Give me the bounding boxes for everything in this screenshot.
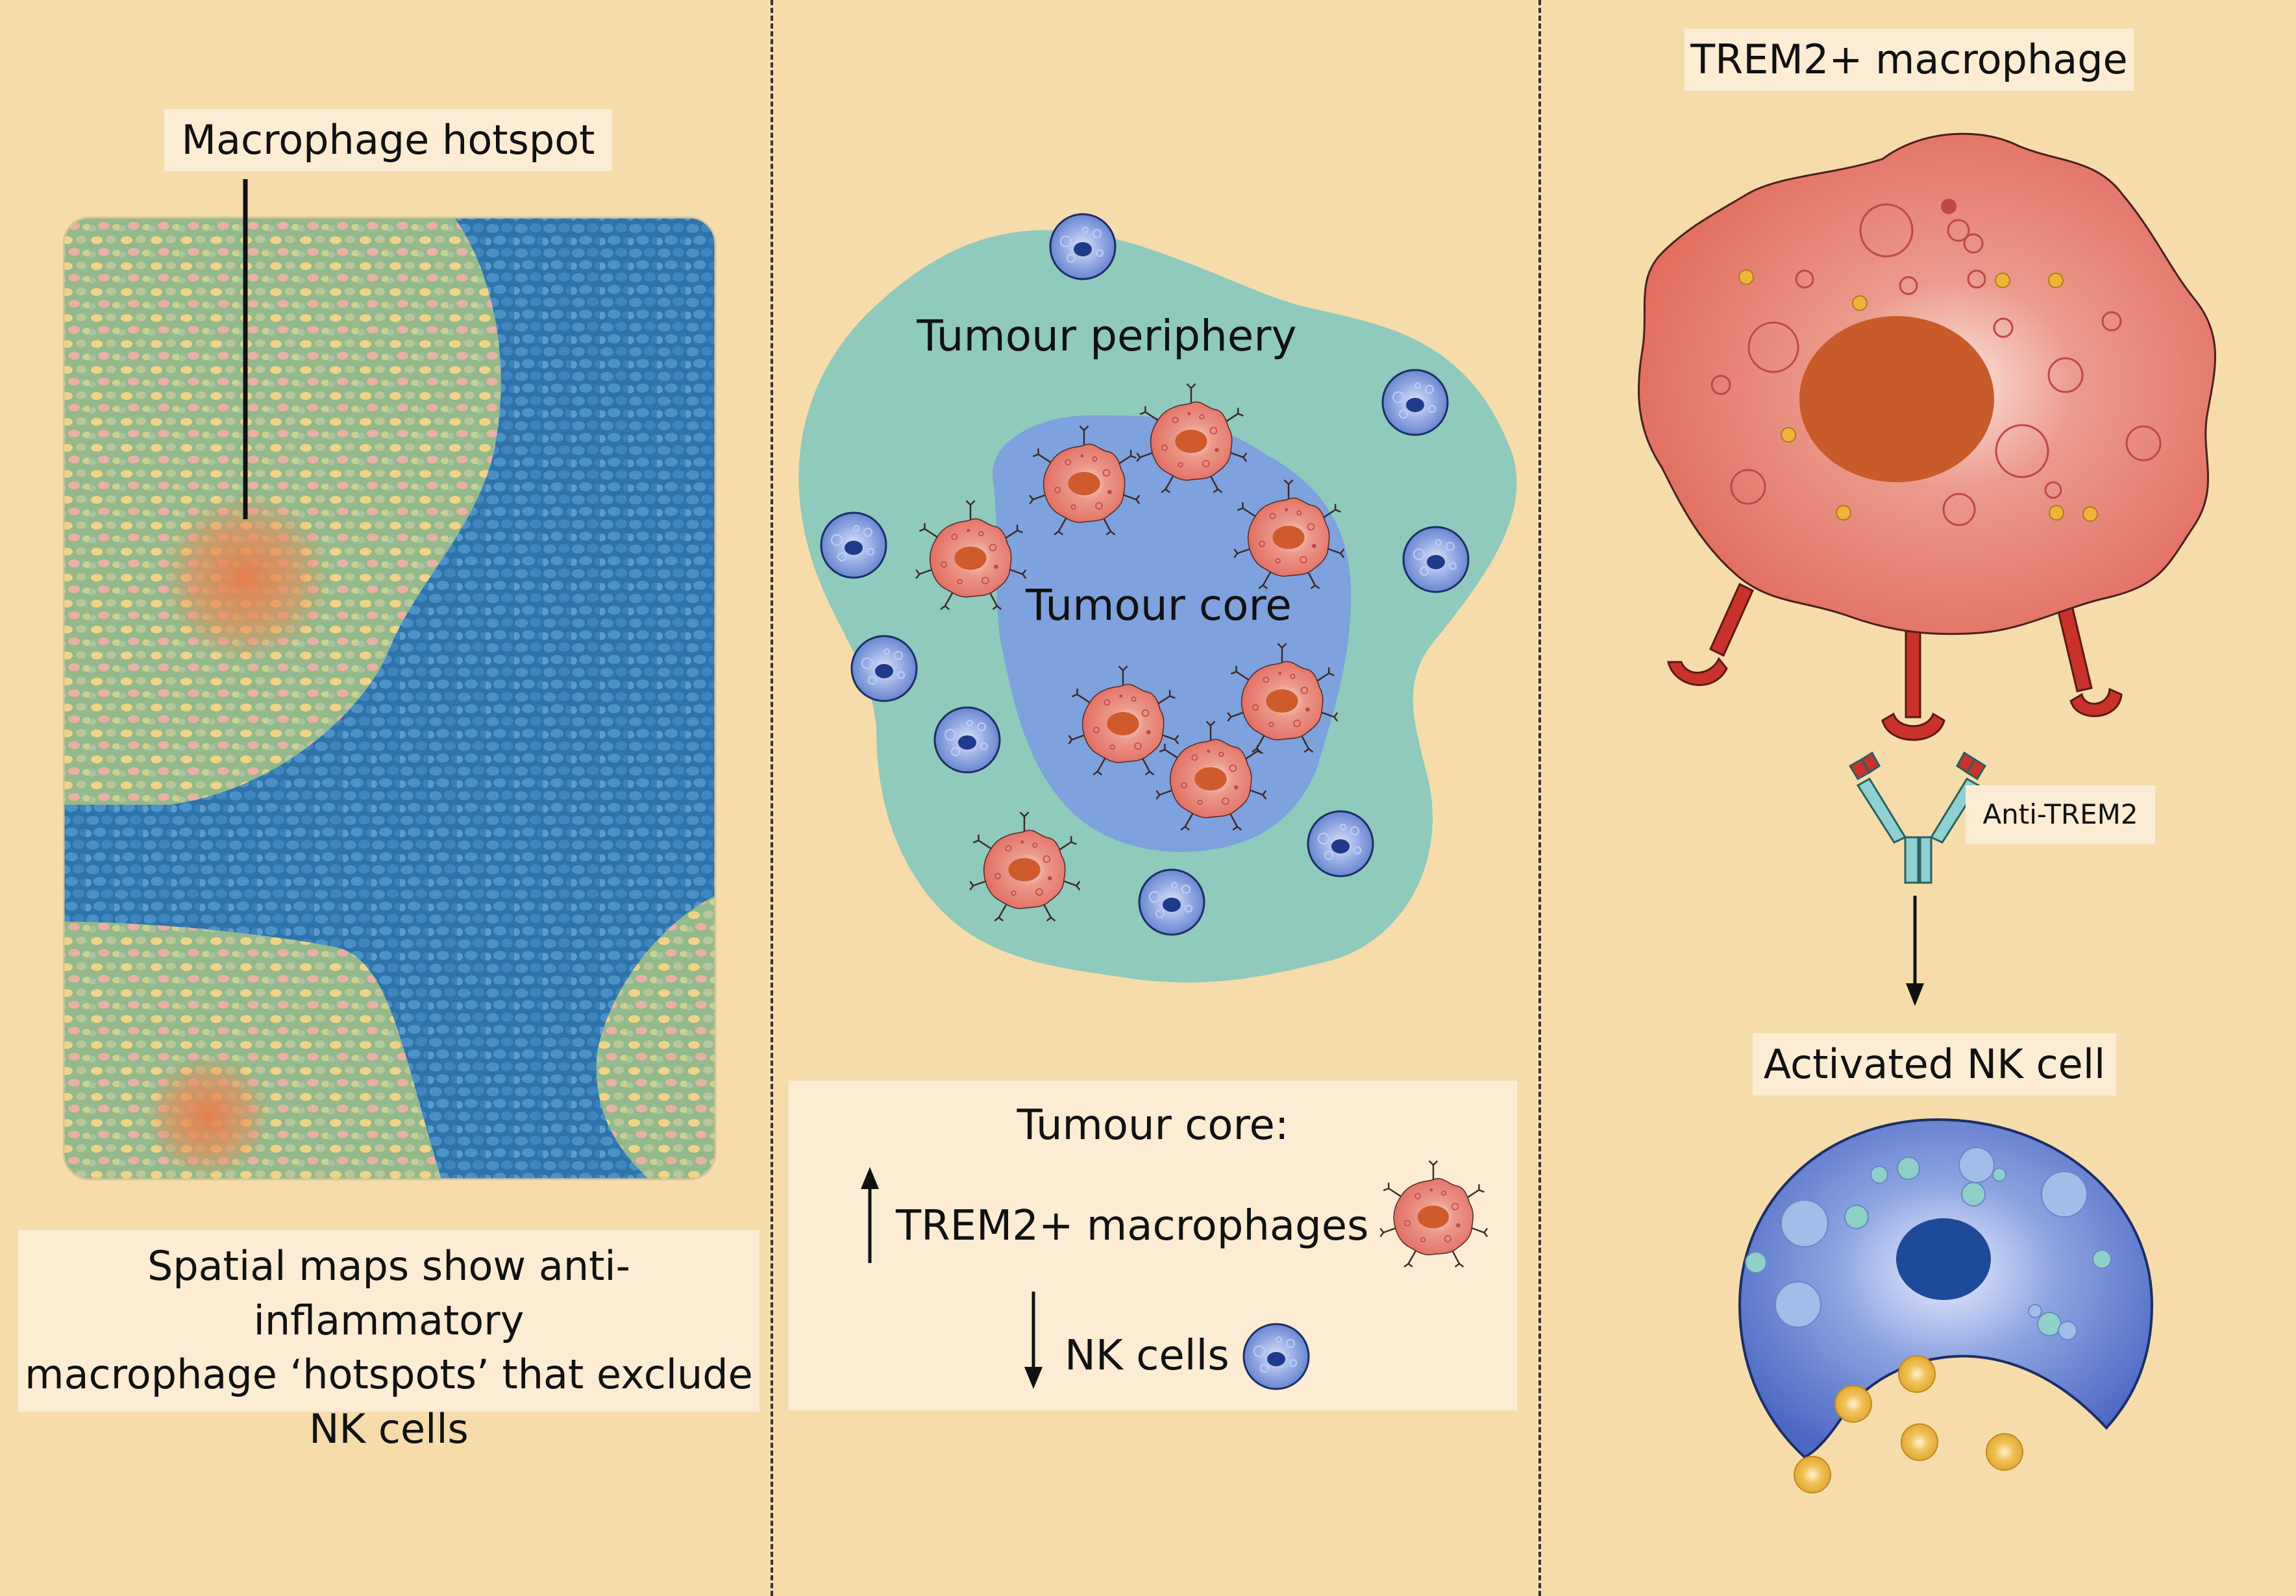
nk-cell-icon <box>933 706 1001 774</box>
trem2-macrophage-label: TREM2+ macrophage <box>1685 29 2134 91</box>
panel-divider-left <box>771 0 773 1596</box>
trem2-macrophage-icon <box>1637 132 2216 635</box>
down-arrow-icon <box>1024 1292 1043 1389</box>
caption-line: macrophage ‘hotspots’ that exclude <box>25 1351 753 1399</box>
spatial-map <box>62 216 717 1181</box>
core-legend-box <box>789 1081 1517 1410</box>
nk-cell-icon <box>1307 810 1374 878</box>
tumour-core-label: Tumour core <box>1025 580 1292 630</box>
nk-cell-icon <box>1049 213 1117 280</box>
cytotoxic-granules <box>1794 1355 2023 1493</box>
caption-line: NK cells <box>309 1405 469 1453</box>
anti-trem2-label: Anti-TREM2 <box>1966 785 2155 844</box>
nk-cell-icon <box>1381 369 1449 436</box>
tumour-illustration: Tumour periphery Tumour core <box>798 213 1517 983</box>
legend-down-item: NK cells <box>1065 1332 1229 1380</box>
macrophage-hotspot-label: Macrophage hotspot <box>164 109 612 171</box>
legend-up-item: TREM2+ macrophages <box>895 1202 1368 1250</box>
down-arrow-icon <box>1906 896 1924 1006</box>
spatial-map-caption: Spatial maps show anti-inflammatory macr… <box>18 1230 759 1453</box>
anti-trem2-label-text: Anti-TREM2 <box>1982 798 2138 830</box>
nk-cell-icon <box>1138 868 1205 936</box>
trem2-macrophage-label-text: TREM2+ macrophage <box>1690 36 2128 83</box>
core-legend-title: Tumour core: <box>1017 1101 1289 1149</box>
nk-cell-icon <box>1242 1323 1310 1390</box>
tumour-periphery-label: Tumour periphery <box>916 311 1296 361</box>
caption-line: Spatial maps show anti-inflammatory <box>147 1242 631 1344</box>
activated-nk-cell-icon <box>1738 1118 2154 1459</box>
nk-cell-icon <box>1402 526 1470 593</box>
nk-cell-icon <box>850 635 918 702</box>
hotspot-label-text: Macrophage hotspot <box>181 116 595 164</box>
up-arrow-icon <box>861 1167 879 1263</box>
nk-cell-icon <box>820 511 887 579</box>
activated-nk-label: Activated NK cell <box>1753 1033 2116 1096</box>
antibody-icon <box>1848 751 1987 884</box>
panel-divider-right <box>1538 0 1541 1596</box>
activated-nk-label-text: Activated NK cell <box>1763 1040 2106 1088</box>
